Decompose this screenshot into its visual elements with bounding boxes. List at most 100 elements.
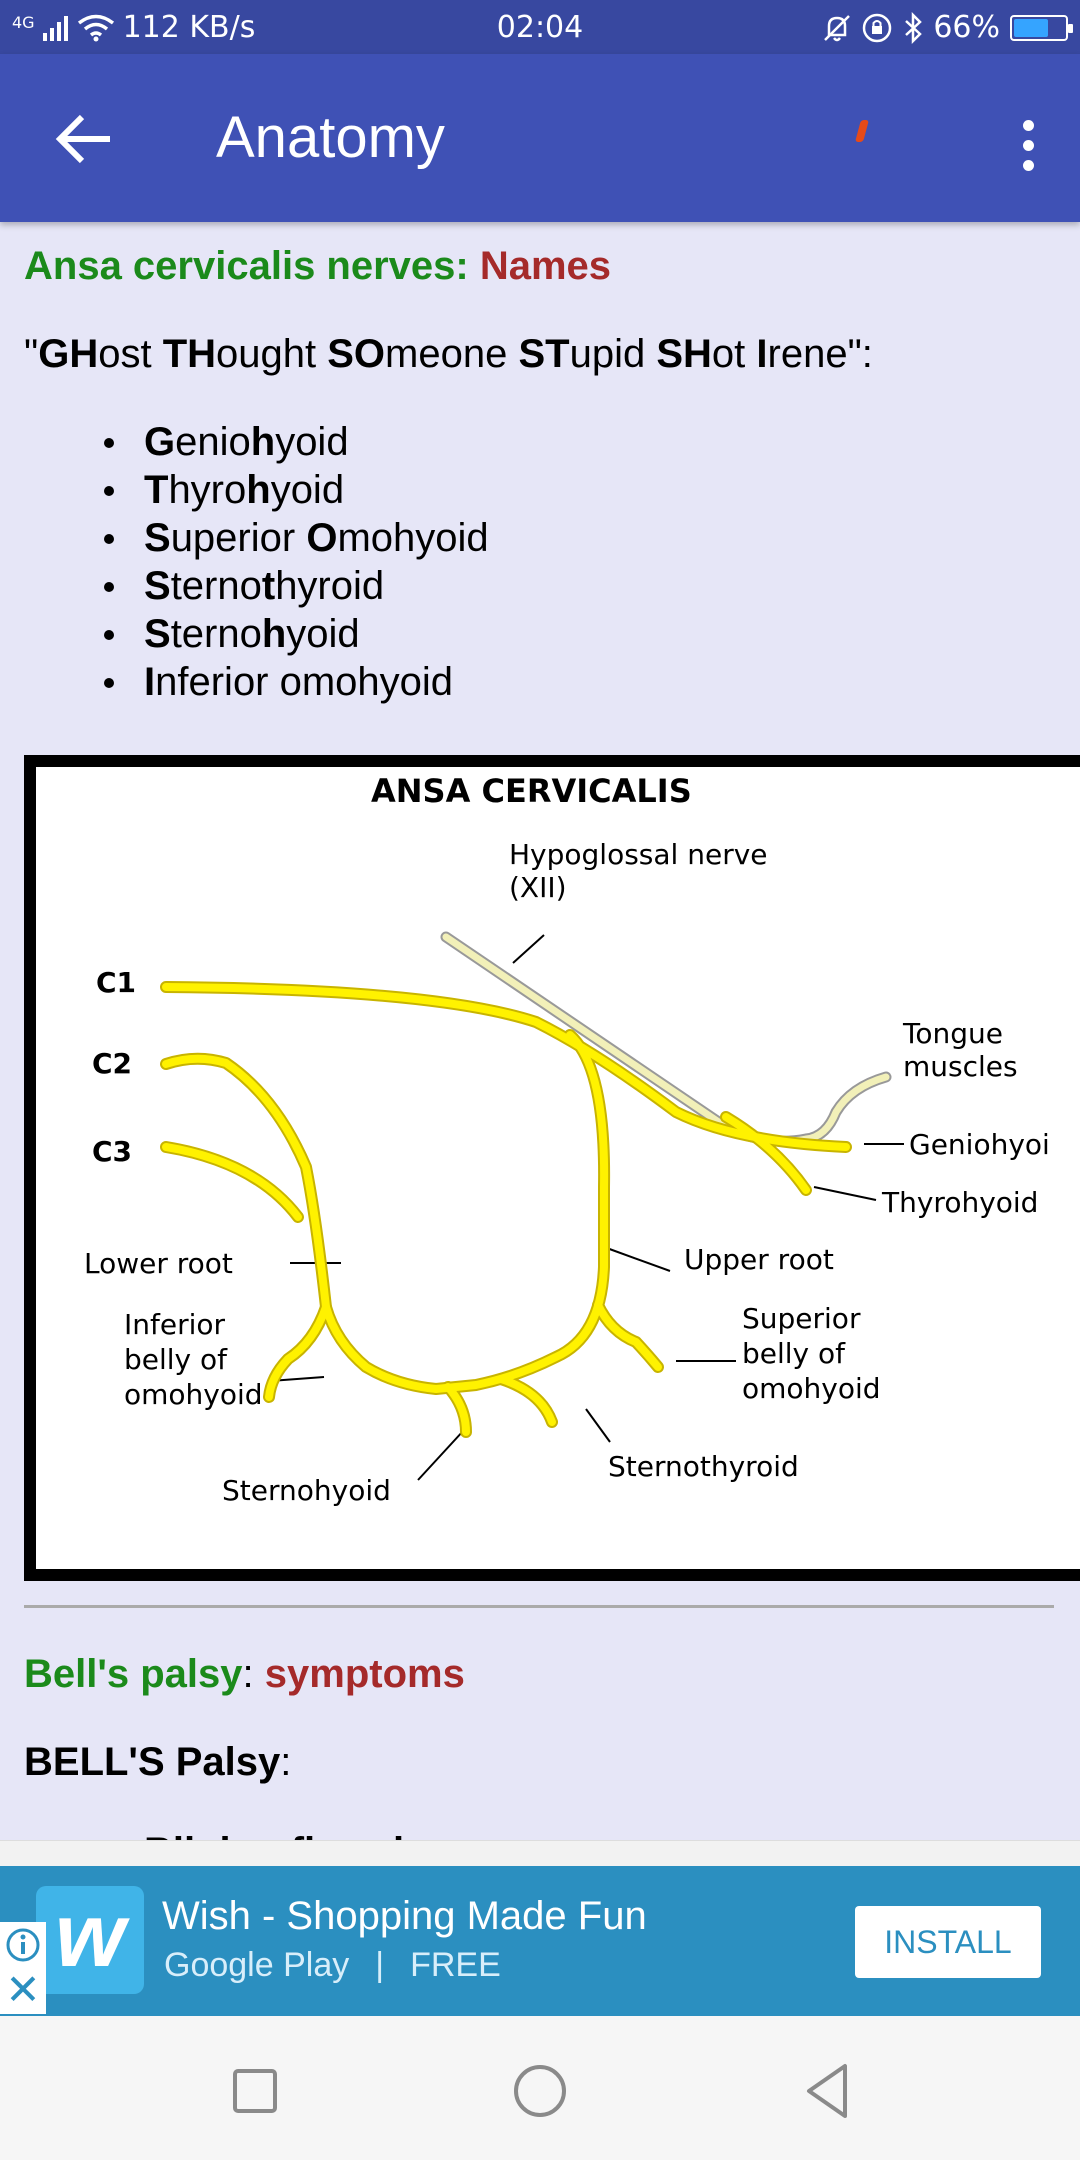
mnemonic-segment: SO: [327, 332, 386, 376]
list-item: Superior Omohyoid: [104, 514, 489, 562]
section-heading-ansa: Ansa cervicalis nerves: Names: [24, 244, 611, 289]
list-item: Sternohyoid: [104, 610, 489, 658]
mnemonic-segment: ": [24, 332, 39, 376]
status-right: 66%: [823, 10, 1073, 45]
ad-store: Google Play: [164, 1946, 350, 1984]
label-tongue-2: muscles: [903, 1050, 1018, 1083]
list-item-segment: h: [250, 420, 276, 464]
list-item-segment: T: [144, 468, 169, 512]
list-item-segment: t: [261, 564, 276, 608]
mnemonic-segment: rene":: [767, 332, 873, 376]
list-item-segment: uperior: [170, 516, 307, 560]
bells-subheading-colon: :: [280, 1740, 292, 1784]
list-item-segment: yoid: [286, 612, 360, 656]
bells-subheading-text: BELL'S Palsy: [24, 1740, 281, 1784]
list-item-segment: h: [261, 612, 287, 656]
label-thyrohyoid: Thyrohyoid: [881, 1186, 1038, 1219]
list-item-segment: I: [144, 660, 156, 704]
mnemonic-segment: ot: [711, 332, 757, 376]
list-item-segment: hyro: [168, 468, 247, 512]
circle-icon: [514, 2065, 566, 2117]
wish-logo-icon[interactable]: w: [36, 1886, 144, 1994]
mnemonic-segment: ought: [216, 332, 328, 376]
label-c1: C1: [96, 966, 136, 999]
list-item-segment: h: [246, 468, 271, 512]
mnemonic-segment: ST: [518, 332, 570, 376]
rotation-lock-icon: [863, 13, 892, 42]
ad-price: FREE: [410, 1946, 501, 1984]
list-item-segment: terno: [170, 564, 262, 608]
section-divider: [24, 1605, 1054, 1608]
list-item-segment: S: [144, 516, 171, 560]
ansa-nerves: [160, 981, 852, 1438]
ad-subtitle: Google Play | FREE: [164, 1946, 501, 1985]
list-item-segment: enio: [175, 420, 251, 464]
mnemonic-segment: meone: [385, 332, 519, 376]
label-c3: C3: [92, 1135, 132, 1168]
back-button[interactable]: [40, 104, 130, 174]
label-hypoglossal-2: (XII): [509, 871, 567, 904]
label-superior-3: omohyoid: [742, 1372, 881, 1405]
network-speed: 112 KB/s: [122, 10, 256, 45]
heading-topic: Ansa cervicalis nerves:: [24, 244, 469, 288]
list-item-segment: S: [144, 612, 171, 656]
install-button[interactable]: INSTALL: [855, 1906, 1041, 1978]
label-sternohyoid: Sternohyoid: [222, 1474, 391, 1507]
info-icon: [6, 1928, 40, 1962]
article-content[interactable]: Ansa cervicalis nerves: Names "GHost THo…: [0, 222, 1080, 1842]
wifi-icon: [77, 14, 114, 41]
bells-subheading: BELL'S Palsy:: [24, 1740, 291, 1785]
square-icon: [233, 2069, 277, 2113]
label-inferior-3: omohyoid: [124, 1378, 263, 1411]
list-item-segment: hyroid: [275, 564, 385, 608]
label-lower-root: Lower root: [84, 1247, 233, 1280]
more-vert-icon: [1022, 119, 1034, 131]
ad-info-button[interactable]: [0, 1922, 46, 1968]
list-item-segment: yoid: [270, 468, 345, 512]
mnemonic-text: "GHost THought SOmeone STupid SHot Irene…: [24, 332, 873, 377]
heading-subtopic-bells: symptoms: [264, 1652, 465, 1696]
app-bar: Anatomy: [0, 54, 1080, 222]
arrow-left-icon: [55, 114, 110, 164]
list-item-segment: mohyoid: [337, 516, 489, 560]
ansa-cervicalis-diagram: ANSA CERVICALIS Hypoglossal nerve (XII) …: [24, 755, 1080, 1581]
status-left: 4G 112 KB/s: [12, 10, 255, 45]
back-nav-button[interactable]: [795, 2056, 865, 2126]
battery-icon: [1010, 14, 1073, 41]
navigation-bar: [0, 2016, 1080, 2160]
label-sternothyroid: Sternothyroid: [608, 1450, 799, 1483]
home-button[interactable]: [505, 2056, 575, 2126]
more-options-button[interactable]: [998, 110, 1058, 180]
section-heading-bells: Bell's palsy: symptoms: [24, 1652, 465, 1697]
mnemonic-segment: ost: [98, 332, 163, 376]
list-item: Sternothyroid: [104, 562, 489, 610]
diagram-title: ANSA CERVICALIS: [371, 772, 692, 810]
list-item: Geniohyoid: [104, 418, 489, 466]
label-c2: C2: [92, 1047, 132, 1080]
label-tongue-1: Tongue: [902, 1017, 1003, 1050]
loading-indicator: [855, 120, 869, 142]
list-item-segment: S: [144, 564, 171, 608]
ad-close-button[interactable]: ✕: [0, 1968, 46, 2014]
battery-percent: 66%: [933, 10, 1000, 45]
triangle-back-icon: [807, 2064, 847, 2118]
list-item-segment: terno: [170, 612, 262, 656]
ad-title[interactable]: Wish - Shopping Made Fun: [162, 1894, 647, 1938]
heading-colon: :: [242, 1652, 254, 1696]
list-item: Inferior omohyoid: [104, 658, 489, 706]
mnemonic-segment: upid: [569, 332, 657, 376]
mnemonic-segment: GH: [38, 332, 99, 376]
bluetooth-icon: [905, 11, 923, 44]
label-geniohyoid: Geniohyoi: [909, 1128, 1050, 1161]
label-superior-1: Superior: [742, 1302, 861, 1335]
heading-subtopic: Names: [479, 244, 612, 288]
status-time: 02:04: [496, 10, 584, 45]
label-inferior-1: Inferior: [124, 1308, 226, 1341]
recents-button[interactable]: [220, 2056, 290, 2126]
mnemonic-segment: I: [756, 332, 768, 376]
ad-banner[interactable]: w ✕ Wish - Shopping Made Fun Google Play…: [0, 1866, 1080, 2016]
battery-fill: [1014, 18, 1049, 37]
list-item-segment: yoid: [275, 420, 349, 464]
signal-icon: [42, 15, 68, 41]
